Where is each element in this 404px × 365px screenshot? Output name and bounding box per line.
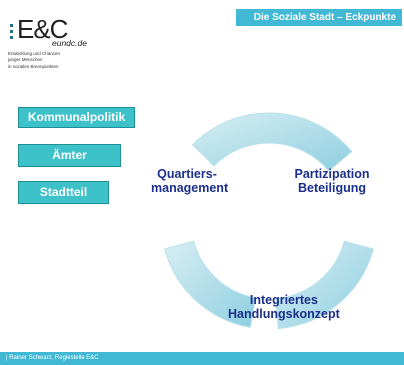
logo-dots (10, 24, 14, 42)
logo-tagline-line: Entwicklung und Chancen (8, 51, 61, 56)
logo: E&C eundc.de (8, 14, 108, 54)
logo-url: eundc.de (52, 38, 87, 48)
cycle-arc-right (275, 240, 374, 330)
box-kommunalpolitik: Kommunalpolitik (18, 107, 135, 128)
cycle-label-handlungskonzept: Integriertes Handlungskonzept (228, 293, 340, 321)
cycle-label-partizipation: Partizipation Beteiligung (294, 167, 370, 195)
logo-main: E&C (17, 14, 68, 44)
logo-tagline-line: in sozialen Brennpunkten (8, 63, 59, 69)
footer: | Rainer Schwarz, Regiestelle E&C (0, 352, 404, 365)
box-aemter: Ämter (18, 144, 121, 167)
box-stadtteil: Stadtteil (18, 181, 109, 204)
cycle-arc-top (191, 112, 353, 172)
cycle-arc-left (164, 240, 257, 328)
slide-title: Die Soziale Stadt – Eckpunkte (236, 9, 402, 26)
logo-tagline: Entwicklung und Chancen junger Menschen … (8, 51, 98, 70)
logo-tagline-line: junger Menschen (8, 57, 43, 63)
cycle-arcs (164, 112, 374, 330)
cycle-label-quartiersmanagement: Quartiers- management (151, 167, 229, 195)
